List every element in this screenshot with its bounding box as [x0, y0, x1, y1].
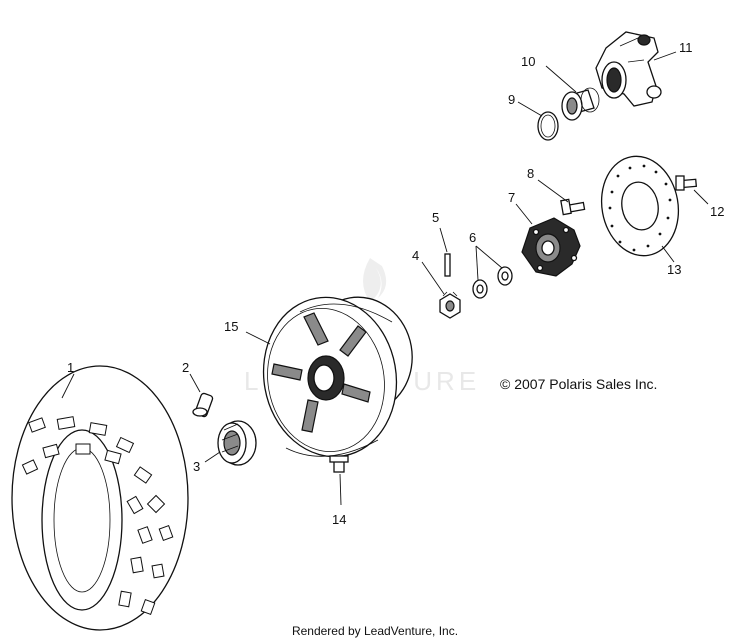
callout-11: 11 — [679, 40, 693, 55]
part-tire — [11, 365, 189, 631]
callout-labels: 1 2 3 4 5 6 7 8 9 10 11 12 13 14 15 — [67, 40, 724, 527]
footer-credit: Rendered by LeadVenture, Inc. — [291, 624, 459, 638]
copyright-notice: © 2007 Polaris Sales Inc. — [500, 376, 658, 392]
part-hub — [515, 203, 581, 277]
callout-4: 4 — [412, 248, 419, 263]
callout-10: 10 — [521, 54, 535, 69]
part-pin — [189, 373, 214, 418]
callout-8: 8 — [527, 166, 534, 181]
part-wheel-bearing — [545, 65, 600, 121]
part-bearing — [204, 420, 257, 466]
callout-15: 15 — [224, 319, 238, 334]
callout-14: 14 — [332, 512, 346, 527]
part-snap-ring — [517, 101, 559, 141]
callout-5: 5 — [432, 210, 439, 225]
callout-12: 12 — [710, 204, 724, 219]
part-washers — [472, 245, 513, 299]
part-cotter-pin — [439, 227, 451, 277]
part-brake-disc — [600, 155, 680, 263]
callout-7: 7 — [508, 190, 515, 205]
part-wheel-rim — [245, 296, 413, 458]
callout-9: 9 — [508, 92, 515, 107]
callout-6: 6 — [469, 230, 476, 245]
part-hub-bolt — [537, 179, 586, 216]
callout-13: 13 — [667, 262, 681, 277]
part-brake-bolt — [675, 175, 709, 205]
part-spindle — [595, 31, 677, 107]
callout-3: 3 — [193, 459, 200, 474]
part-castle-nut — [421, 261, 461, 319]
callout-2: 2 — [182, 360, 189, 375]
callout-1: 1 — [67, 360, 74, 375]
part-valve-stem — [329, 455, 349, 506]
